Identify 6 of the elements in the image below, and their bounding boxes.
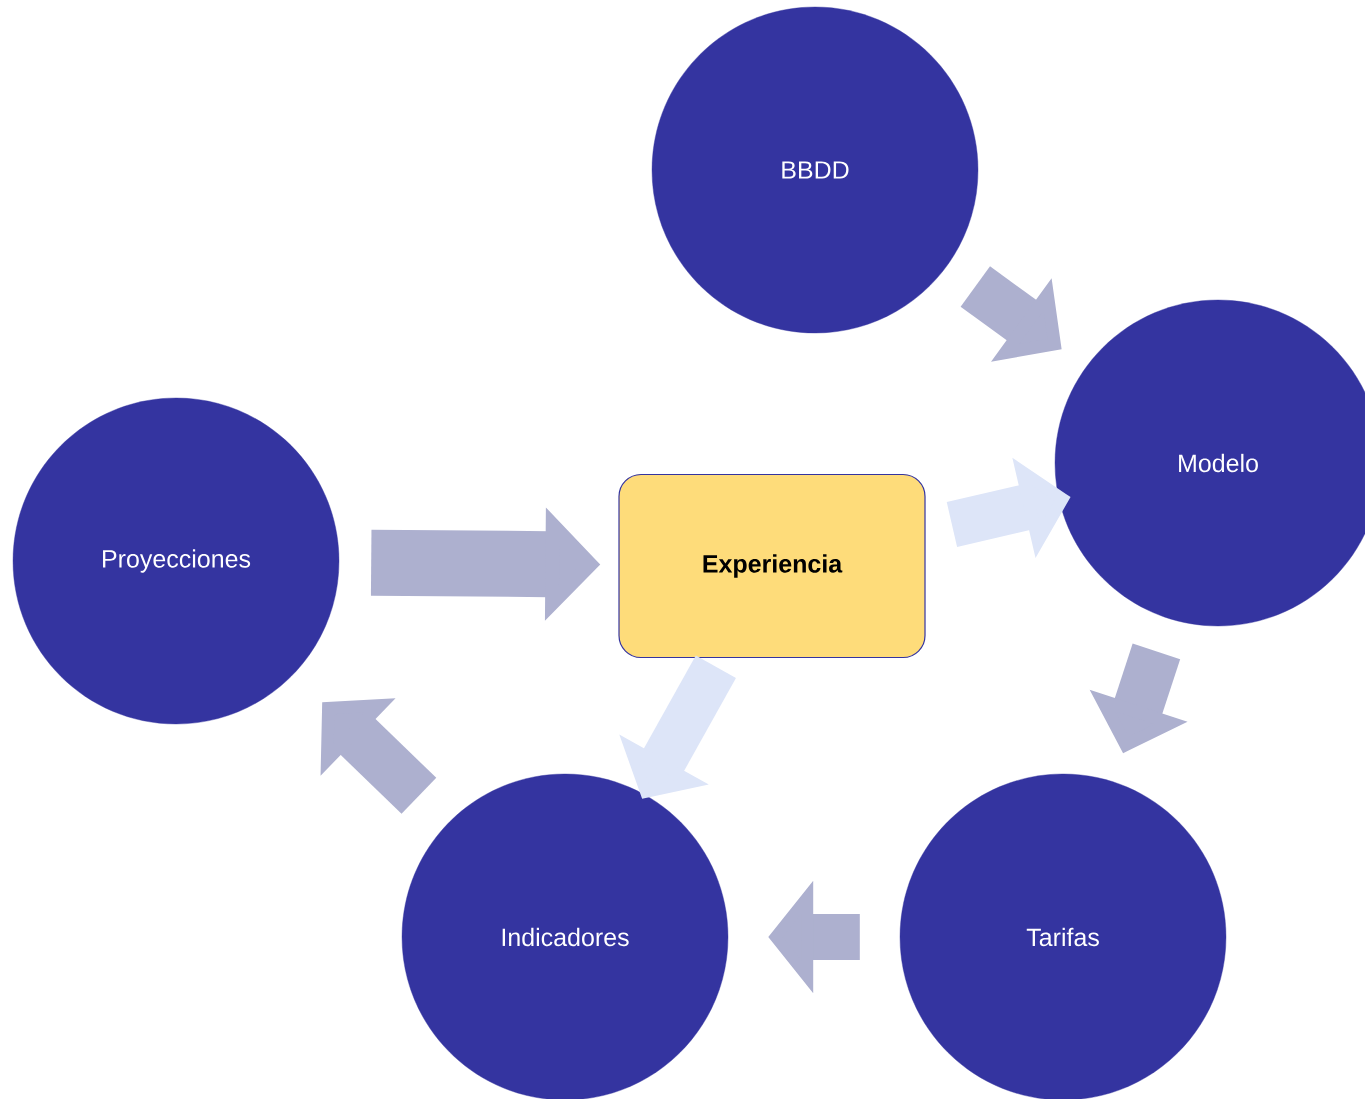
circle-node: Indicadores <box>401 773 729 1099</box>
circle-node: BBDD <box>651 6 979 334</box>
rounded-box: Experiencia <box>618 473 926 659</box>
circle-node: Modelo <box>1054 299 1365 627</box>
circle-node: Tarifas <box>899 773 1227 1099</box>
circle-node: Proyecciones <box>12 397 340 725</box>
